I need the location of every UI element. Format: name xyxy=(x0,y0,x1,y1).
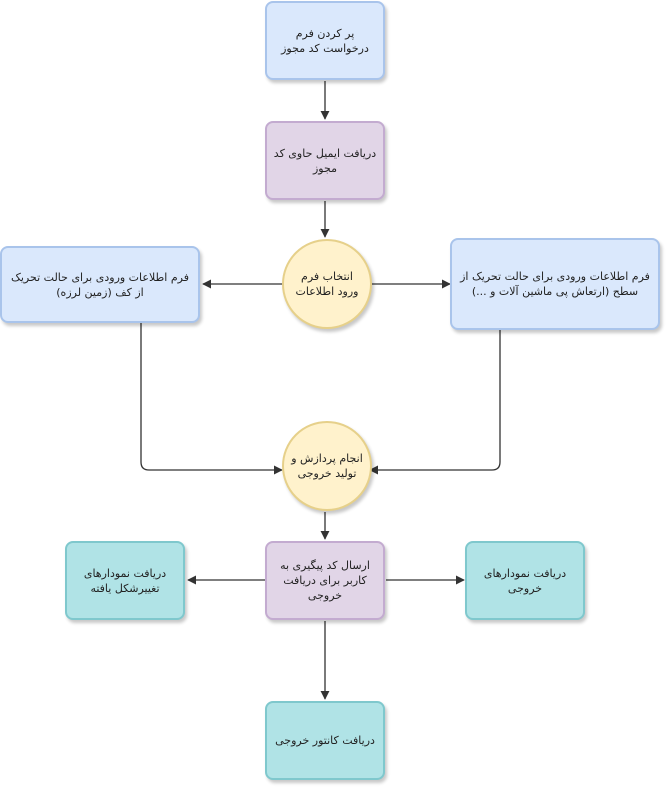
node-surface-excitation-form-label: فرم اطلاعات ورودی برای حالت تحریک از سطح… xyxy=(460,270,650,298)
node-deformed-charts-label: دریافت نمودارهای تغییرشکل یافته xyxy=(83,566,167,595)
node-receive-license-email[interactable]: دریافت ایمیل حاوی کد مجوز xyxy=(265,121,385,200)
edge-surface-form-to-processing xyxy=(369,330,501,475)
node-select-input-form[interactable]: انتخاب فرم ورود اطلاعات xyxy=(282,239,372,329)
node-fill-request-form-label: پر کردن فرم درخواست کد مجوز xyxy=(281,26,369,55)
node-contour-output[interactable]: دریافت کانتور خروجی xyxy=(265,701,385,780)
node-processing-output-label: انجام پردازش و تولید خروجی xyxy=(291,452,363,480)
node-processing-output[interactable]: انجام پردازش و تولید خروجی xyxy=(282,421,372,511)
node-send-tracking-code[interactable]: ارسال کد پیگیری به کاربر برای دریافت خرو… xyxy=(265,541,385,620)
node-output-charts[interactable]: دریافت نمودارهای خروجی xyxy=(465,541,585,620)
node-send-tracking-code-label: ارسال کد پیگیری به کاربر برای دریافت خرو… xyxy=(280,559,370,602)
node-select-input-form-label: انتخاب فرم ورود اطلاعات xyxy=(295,270,359,298)
node-floor-excitation-form[interactable]: فرم اطلاعات ورودی برای حالت تحریک از کف … xyxy=(0,246,200,323)
node-deformed-charts[interactable]: دریافت نمودارهای تغییرشکل یافته xyxy=(65,541,185,620)
node-surface-excitation-form[interactable]: فرم اطلاعات ورودی برای حالت تحریک از سطح… xyxy=(450,238,660,330)
node-floor-excitation-form-label: فرم اطلاعات ورودی برای حالت تحریک از کف … xyxy=(11,270,189,299)
node-contour-output-label: دریافت کانتور خروجی xyxy=(275,734,375,747)
node-receive-license-email-label: دریافت ایمیل حاوی کد مجوز xyxy=(273,146,377,175)
edge-floor-form-to-processing xyxy=(140,323,283,475)
node-fill-request-form[interactable]: پر کردن فرم درخواست کد مجوز xyxy=(265,1,385,80)
node-output-charts-label: دریافت نمودارهای خروجی xyxy=(483,566,567,595)
